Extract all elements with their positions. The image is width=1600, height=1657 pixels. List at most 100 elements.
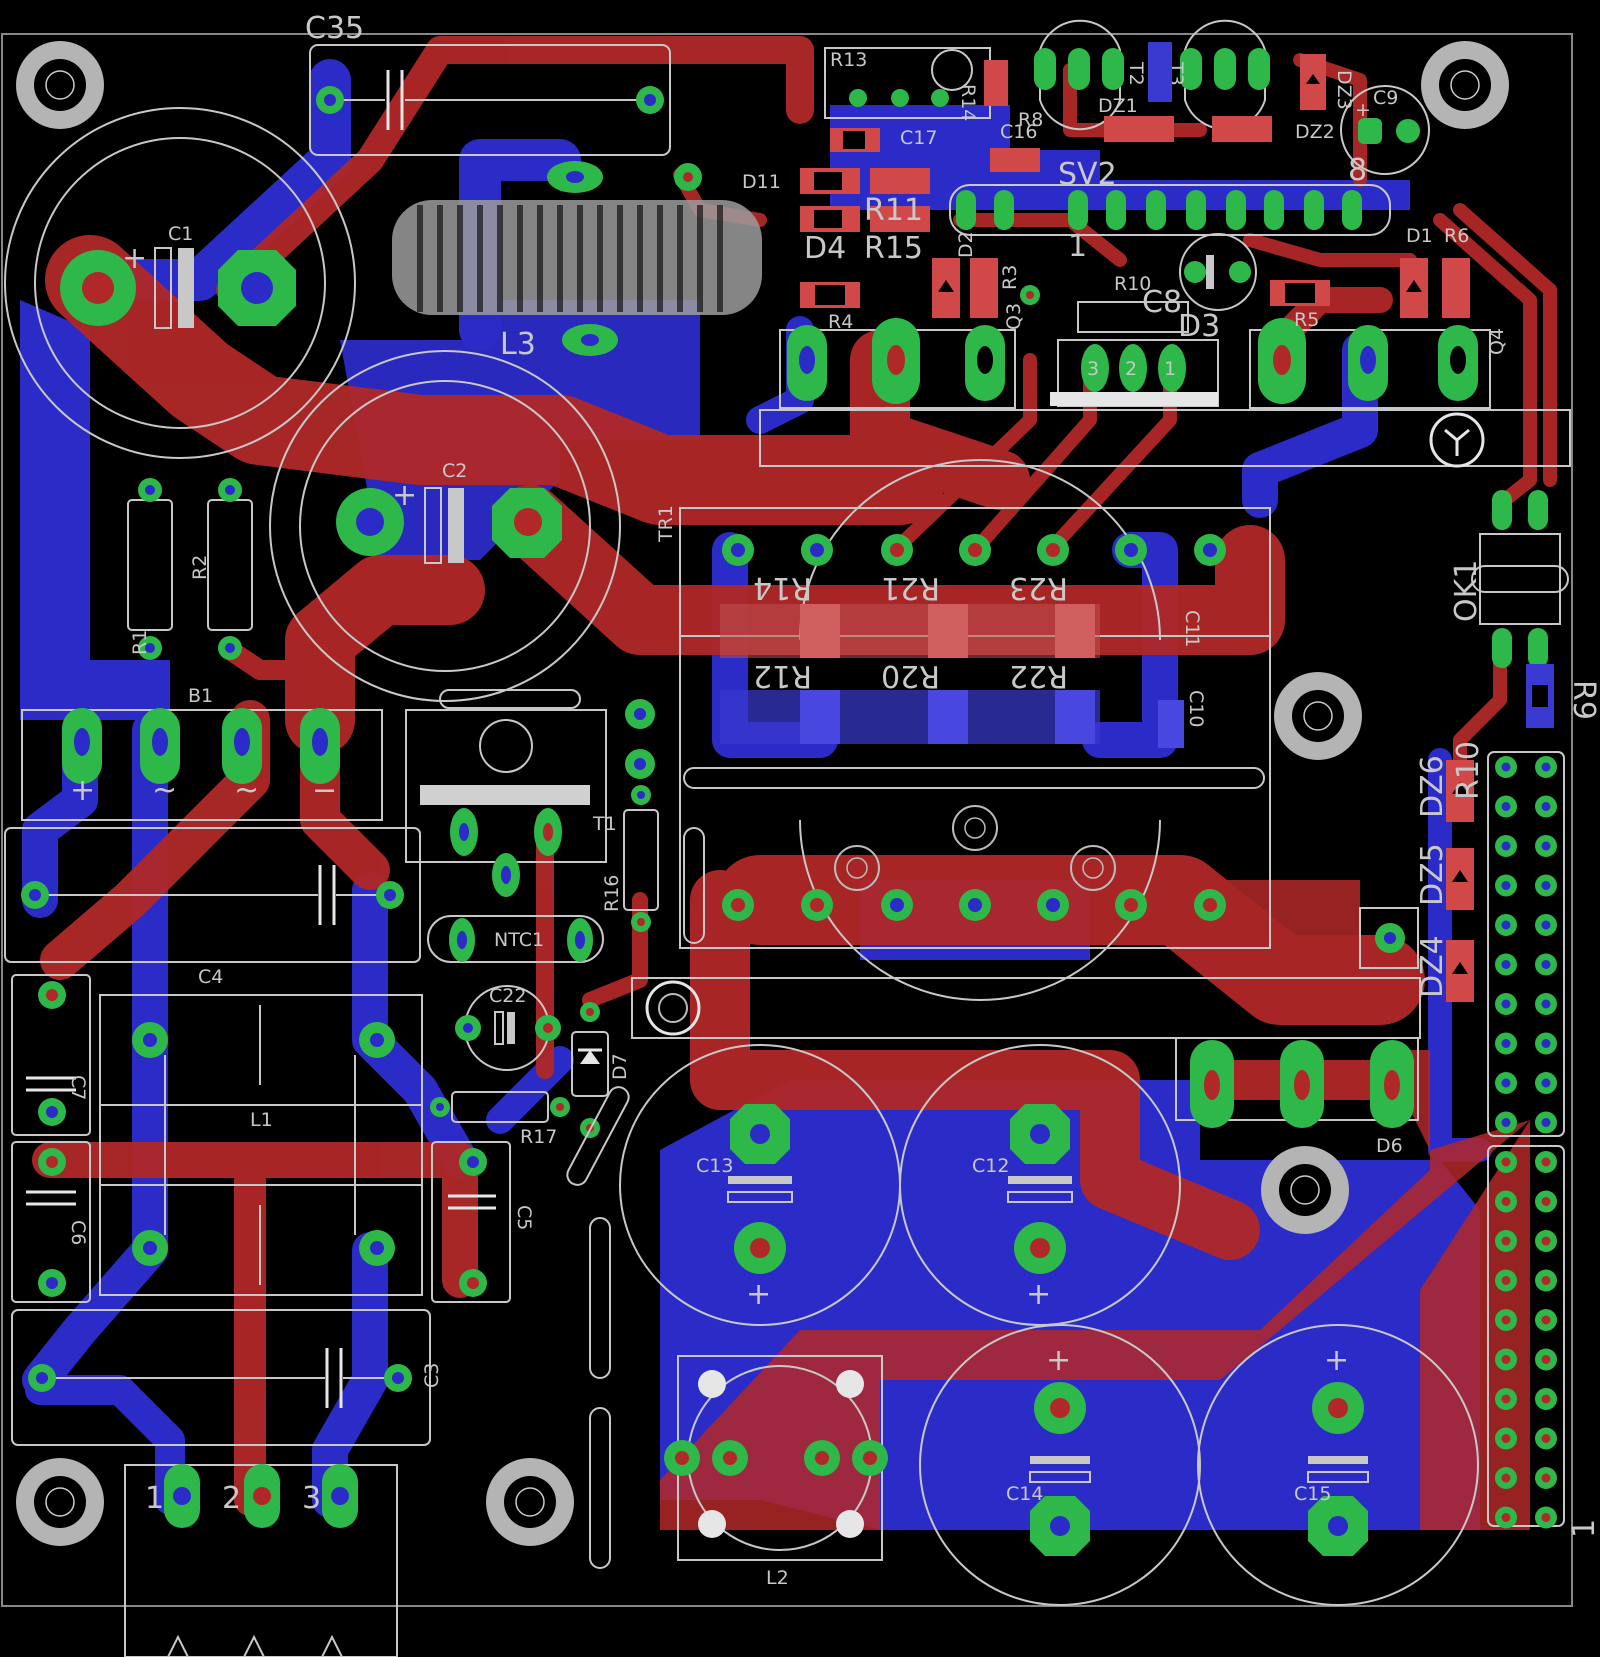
component-c6[interactable]: C6 xyxy=(11,1141,91,1303)
component-c12[interactable]: C12 + xyxy=(899,1044,1181,1326)
component-c2[interactable]: C2 + xyxy=(269,350,621,702)
header-pin-drill xyxy=(1541,841,1551,851)
header-pin-drill xyxy=(1501,802,1511,811)
label-q3: Q3 xyxy=(1003,303,1025,330)
label-d7: D7 xyxy=(609,1053,631,1080)
component-sv2[interactable]: SV2 1 8 xyxy=(949,153,1391,264)
label-b1-ac1: ~ xyxy=(152,773,177,808)
header-pin-drill xyxy=(1501,1039,1511,1048)
header-pin-drill xyxy=(1541,960,1551,969)
top-trace-c1-c2 xyxy=(45,235,945,525)
header-pin-drill xyxy=(1541,999,1551,1009)
label-c35: C35 xyxy=(305,11,364,46)
bottom-pour-top xyxy=(830,105,1410,210)
label-r21: R21 xyxy=(881,570,940,605)
label-r5: R5 xyxy=(1294,309,1319,331)
isolation-slots xyxy=(566,827,705,1569)
label-r14: R14 xyxy=(753,570,812,605)
top-trace-r1r2 xyxy=(220,640,330,680)
header-pin-drill xyxy=(1501,881,1511,890)
label-header-pin1: 1 xyxy=(1567,1519,1600,1538)
header-pin-drill xyxy=(1501,1513,1511,1522)
component-r1[interactable]: R1 xyxy=(127,478,173,660)
mounting-hole-mid-right xyxy=(1274,672,1362,760)
q4-to220: Q4 xyxy=(1249,318,1508,409)
header-pin-drill xyxy=(1501,762,1511,772)
component-right-header[interactable]: 1 xyxy=(1487,751,1600,1538)
header-pin-drill xyxy=(1541,1039,1551,1048)
header-pin-drill xyxy=(1541,1513,1551,1522)
component-r13[interactable]: R13 xyxy=(824,47,991,119)
header-pin-drill xyxy=(1501,1315,1511,1325)
tr1-secondary-pins xyxy=(722,889,1226,921)
label-u-pin1: 1 xyxy=(1164,358,1176,380)
mounting-hole-bottom-left xyxy=(16,1458,104,1546)
label-c5: C5 xyxy=(513,1205,535,1230)
mounting-hole-top-left xyxy=(16,41,104,129)
label-sv2-pin8: 8 xyxy=(1348,153,1367,188)
label-sv2: SV2 xyxy=(1058,157,1117,192)
component-tr1[interactable]: TR1 xyxy=(655,459,1271,1001)
u-regulator-to220: 3 2 1 xyxy=(1050,339,1219,407)
board-outline xyxy=(1,33,1573,1607)
label-r16: R16 xyxy=(601,875,623,912)
component-c4[interactable]: C7 xyxy=(11,974,91,1136)
component-c1[interactable]: C1 + xyxy=(4,107,356,459)
mounting-hole-top-right xyxy=(1421,41,1509,129)
top-trace-top-3 xyxy=(953,213,1127,267)
component-c14[interactable]: C14 + xyxy=(919,1324,1201,1606)
header-pin-drill xyxy=(1541,1236,1551,1246)
top-trace-c35-l3 xyxy=(216,36,454,304)
label-c2-plus: + xyxy=(392,478,417,513)
component-l1[interactable]: C4 L1 xyxy=(99,966,423,1296)
label-r9: R9 xyxy=(1566,680,1600,720)
label-t1: T1 xyxy=(592,813,617,835)
label-r3: R3 xyxy=(999,265,1021,290)
label-r17: R17 xyxy=(520,1126,557,1148)
component-heatsink-top[interactable]: 3 2 1 Q4 xyxy=(759,318,1571,468)
label-x-pin2: 2 xyxy=(222,1481,241,1516)
component-b1[interactable]: B1 + ~ ~ − xyxy=(21,685,383,821)
component-c35[interactable]: C35 xyxy=(305,11,671,156)
component-heatsink-d6[interactable]: D6 xyxy=(631,907,1421,1157)
component-ok1[interactable]: OK1 xyxy=(1449,490,1569,668)
label-r10: R10 xyxy=(1114,273,1151,295)
component-c13[interactable]: C13 + xyxy=(619,1044,901,1326)
component-input-connector[interactable]: 1 2 3 xyxy=(124,1464,398,1657)
component-dz-stack[interactable]: DZ6 R10 DZ5 DZ4 xyxy=(1415,741,1486,1002)
label-r22: R22 xyxy=(1009,658,1068,693)
label-d4: D4 xyxy=(804,231,846,266)
bottom-pour-left xyxy=(20,300,170,720)
label-r14-small: R14 xyxy=(957,84,979,121)
component-r9[interactable]: R9 xyxy=(1526,664,1600,728)
header-pin-drill xyxy=(1501,1157,1511,1167)
component-l3[interactable]: L3 xyxy=(392,161,762,362)
component-l2[interactable]: L2 xyxy=(664,1355,888,1589)
component-d7[interactable]: D7 xyxy=(571,1002,631,1138)
label-d3: D3 xyxy=(1178,309,1220,344)
component-ntc1[interactable]: NTC1 xyxy=(427,915,604,963)
component-c3[interactable]: C3 xyxy=(11,1309,443,1446)
component-t1[interactable]: T1 xyxy=(405,689,655,897)
component-r2[interactable]: R2 xyxy=(189,478,253,660)
component-film-cap-upper-left[interactable] xyxy=(4,827,421,963)
label-l2: L2 xyxy=(766,1567,789,1589)
label-r8: R8 xyxy=(1018,109,1043,131)
mounting-hole-bottom-mid xyxy=(486,1458,574,1546)
header-pin-drill xyxy=(1541,802,1551,811)
component-r14-r21-r23[interactable]: R14 R21 R23 C11 xyxy=(720,570,1203,658)
component-r12-r20-r22[interactable]: R12 R20 R22 C10 xyxy=(720,658,1207,748)
header-pin-drill xyxy=(1501,1118,1511,1127)
label-q4: Q4 xyxy=(1486,328,1508,355)
component-c5[interactable]: C5 xyxy=(431,1141,535,1303)
component-c15[interactable]: C15 + xyxy=(1197,1324,1479,1606)
label-r4: R4 xyxy=(828,311,853,333)
component-c22[interactable]: C22 xyxy=(455,985,561,1071)
component-r16[interactable]: R16 xyxy=(601,785,659,932)
header-pin-drill xyxy=(1501,999,1511,1009)
component-r17[interactable]: R17 xyxy=(430,1091,570,1148)
header-pin-drill xyxy=(1501,920,1511,930)
header-pin-drill xyxy=(1501,1355,1511,1364)
bottom-trace-5 xyxy=(352,872,478,1178)
